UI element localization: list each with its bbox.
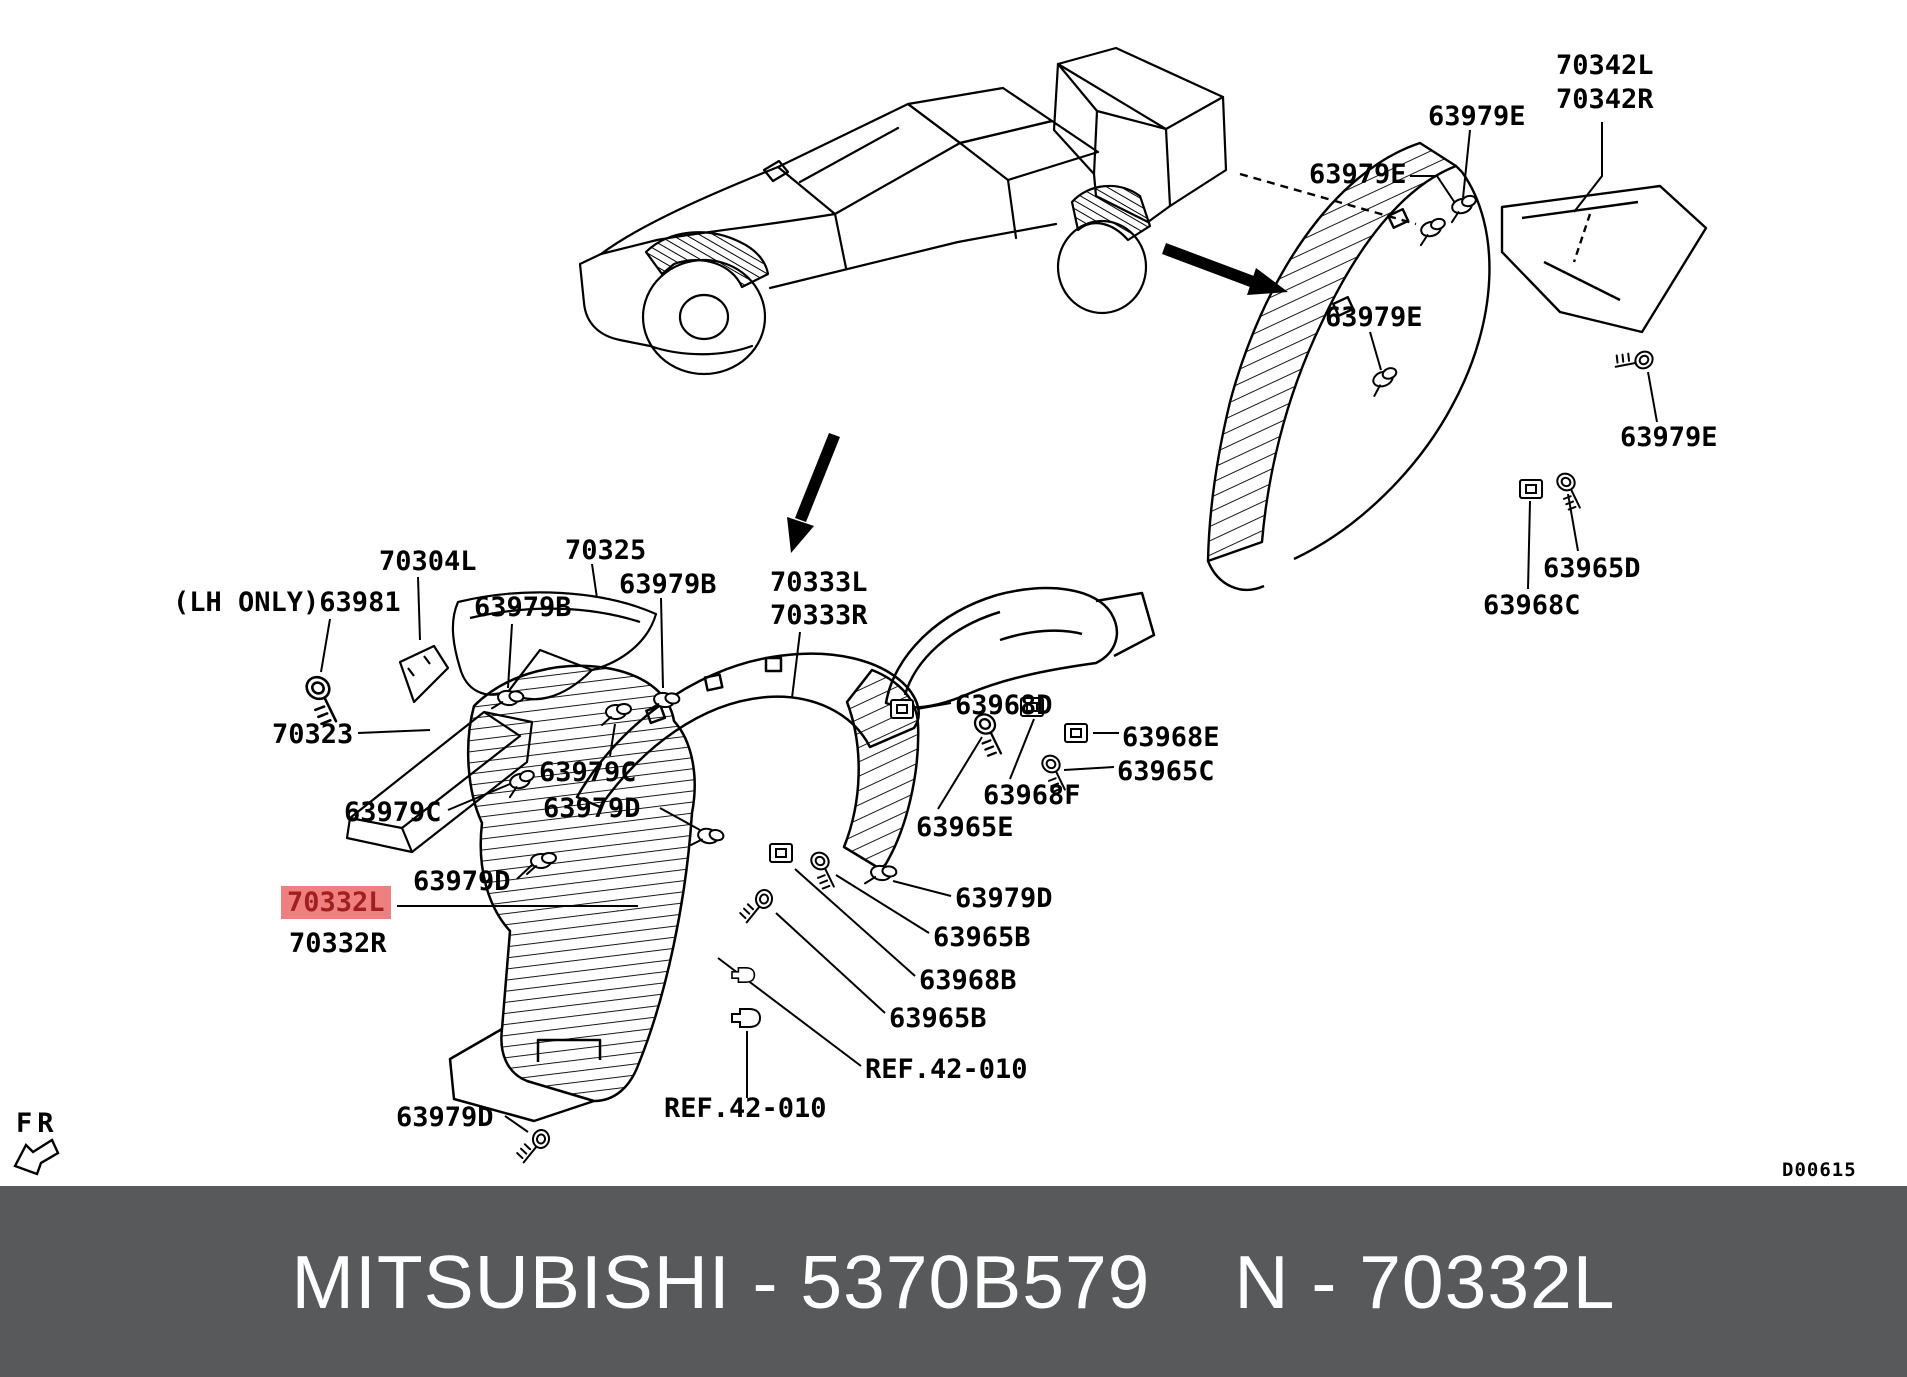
footer-bar: MITSUBISHI - 5370B579 N - 70332L — [0, 1186, 1907, 1377]
rear-liner-illustration — [1206, 141, 1708, 591]
grommet-clip-icon — [890, 699, 914, 719]
front-liner-illustration — [448, 586, 1156, 1123]
part-label-70333l: 70333L — [770, 567, 868, 598]
part-label-63979e-1: 63979E — [1428, 101, 1526, 132]
part-label-70304l: 70304L — [379, 546, 477, 577]
part-label-63968f: 63968F — [983, 780, 1081, 811]
part-label-63965b-1: 63965B — [933, 922, 1031, 953]
footer-brand-part-number: MITSUBISHI - 5370B579 — [291, 1239, 1151, 1324]
part-label-70342r: 70342R — [1556, 84, 1654, 115]
part-label-63979b-2: 63979B — [619, 569, 717, 600]
screw-icon — [514, 1125, 552, 1167]
callout-arrow-to-rear-liner — [1162, 243, 1288, 295]
part-label-63968e: 63968E — [1122, 722, 1220, 753]
part-label-63979d-2: 63979D — [413, 866, 511, 897]
part-label-63979e-3: 63979E — [1325, 302, 1423, 333]
screw-icon — [799, 848, 847, 895]
part-label-63979e-4: 63979E — [1620, 422, 1718, 453]
drawing-code: D00615 — [1782, 1159, 1857, 1181]
part-label-70325: 70325 — [565, 535, 647, 566]
truck-illustration — [578, 46, 1228, 376]
clip-icon — [1414, 216, 1450, 247]
callout-arrow-to-front-liner — [787, 433, 840, 553]
fr-direction-label: FR — [16, 1108, 59, 1139]
part-label-63979b-1: 63979B — [474, 592, 572, 623]
part-label-63979d-3: 63979D — [955, 883, 1053, 914]
grommet-clip-icon — [1519, 479, 1543, 499]
part-label-63968c: 63968C — [1483, 590, 1581, 621]
clip-icon — [1366, 365, 1403, 398]
grommet-clip-icon — [769, 843, 793, 863]
part-label-70342l: 70342L — [1556, 50, 1654, 81]
screw-icon — [737, 885, 775, 927]
part-label-63965c: 63965C — [1117, 756, 1215, 787]
part-label-63979c-1: 63979C — [344, 797, 442, 828]
part-label-63979d-4: 63979D — [396, 1102, 494, 1133]
part-label-70323: 70323 — [272, 719, 354, 750]
part-label-63981-lh-only: (LH ONLY)63981 — [173, 587, 401, 618]
ref-label-42-010-2: REF.42-010 — [664, 1093, 827, 1124]
plug-icon — [731, 1008, 761, 1028]
part-label-70333r: 70333R — [770, 600, 868, 631]
part-label-70332l-highlighted: 70332L — [281, 886, 391, 919]
screw-icon — [1545, 469, 1593, 516]
footer-reference-number: N - 70332L — [1234, 1239, 1616, 1324]
part-label-63968b: 63968B — [919, 965, 1017, 996]
part-label-63965b-2: 63965B — [889, 1003, 987, 1034]
part-label-70332r: 70332R — [289, 928, 387, 959]
ref-label-42-010-1: REF.42-010 — [865, 1054, 1028, 1085]
part-label-63965e: 63965E — [916, 812, 1014, 843]
part-label-63968d: 63968D — [955, 690, 1053, 721]
part-label-63979c-2: 63979C — [539, 757, 637, 788]
fr-direction-arrow-icon — [13, 1138, 60, 1176]
clip-icon — [863, 861, 899, 890]
part-label-63979d-1: 63979D — [543, 793, 641, 824]
part-label-63965d: 63965D — [1543, 553, 1641, 584]
grommet-clip-icon — [1064, 723, 1088, 743]
part-label-63979e-2: 63979E — [1309, 159, 1407, 190]
